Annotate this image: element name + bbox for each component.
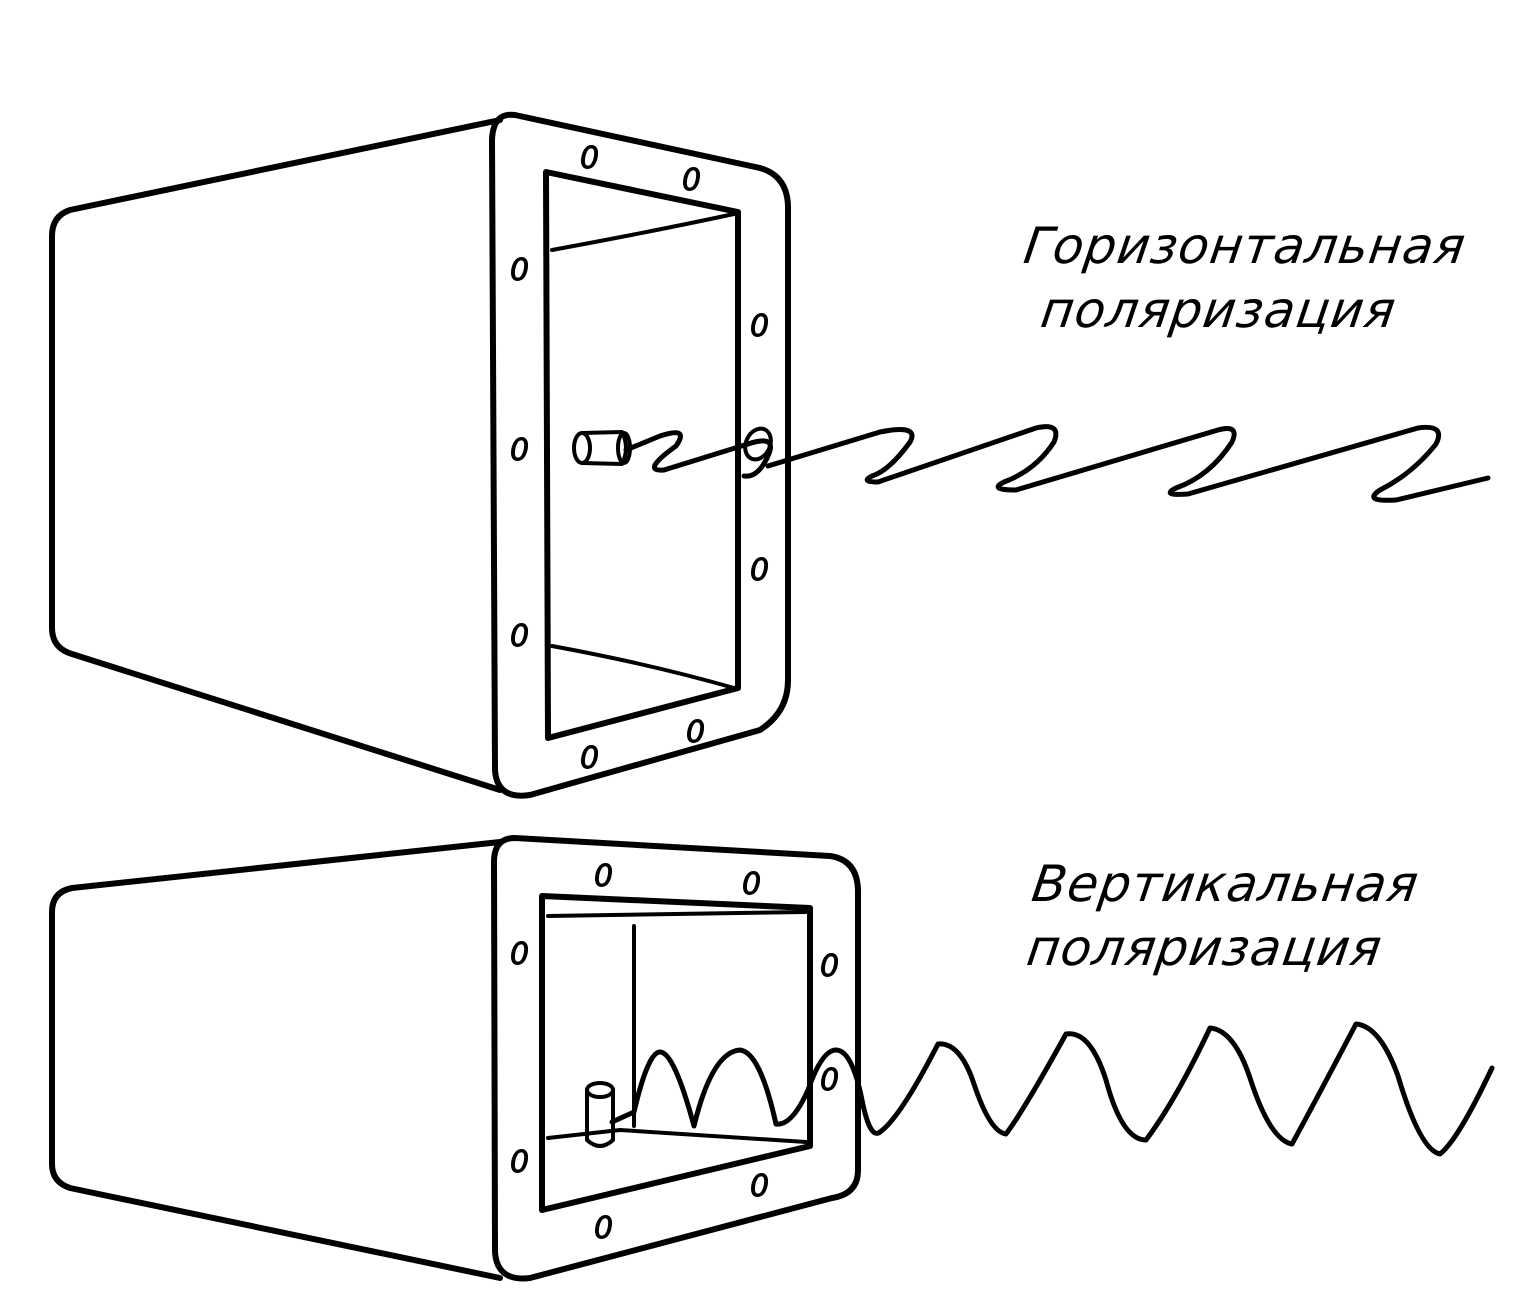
top-caption: Горизонтальная поляризация bbox=[1011, 214, 1470, 342]
bottom-caption-line2: поляризация bbox=[1023, 919, 1386, 977]
bolt-hole: 0 bbox=[510, 619, 529, 654]
top-wave bbox=[623, 424, 1491, 503]
top-wave-ring bbox=[743, 426, 773, 462]
bolt-hole: 0 bbox=[594, 1211, 613, 1246]
bolt-hole: 0 bbox=[580, 741, 599, 776]
bolt-hole: 0 bbox=[750, 309, 769, 344]
bottom-interior-top-edge bbox=[546, 910, 808, 918]
bolt-hole: 0 bbox=[510, 433, 529, 468]
top-waveguide-body bbox=[49, 117, 503, 793]
bottom-waveguide-flange bbox=[491, 835, 861, 1282]
bottom-waveguide-aperture bbox=[539, 893, 813, 1213]
bolt-hole: 0 bbox=[510, 937, 529, 972]
bolt-hole: 0 bbox=[750, 1169, 769, 1204]
bolt-hole: 0 bbox=[750, 553, 769, 588]
bolt-holes: 0 0 0 0 0 0 0 0 0 0 0 0 0 0 0 0 0 bbox=[510, 141, 840, 1247]
top-caption-line1: Горизонтальная bbox=[1020, 217, 1470, 275]
bolt-hole: 0 bbox=[510, 253, 529, 288]
bottom-probe bbox=[585, 1081, 615, 1148]
bolt-hole: 0 bbox=[510, 1145, 529, 1180]
bottom-caption-line1: Вертикальная bbox=[1028, 855, 1423, 913]
bottom-waveguide bbox=[49, 835, 1495, 1282]
bottom-wave bbox=[609, 1021, 1495, 1157]
bottom-waveguide-body bbox=[49, 839, 503, 1281]
bottom-interior-bottom-edge bbox=[546, 1128, 808, 1144]
bolt-hole: 0 bbox=[580, 141, 599, 176]
bolt-hole: 0 bbox=[820, 1063, 839, 1098]
bolt-hole: 0 bbox=[820, 949, 839, 984]
bolt-hole: 0 bbox=[686, 715, 705, 750]
top-waveguide-flange bbox=[489, 111, 791, 799]
bolt-hole: 0 bbox=[682, 163, 701, 198]
bolt-hole: 0 bbox=[594, 859, 613, 894]
top-interior-bottom-edge bbox=[550, 644, 736, 690]
top-waveguide bbox=[49, 111, 1491, 799]
top-waveguide-aperture bbox=[543, 169, 741, 741]
bottom-caption: Вертикальная поляризация bbox=[1019, 852, 1423, 980]
top-probe bbox=[572, 430, 632, 466]
top-interior-top-edge bbox=[550, 212, 736, 252]
top-caption-line2: поляризация bbox=[1037, 281, 1400, 339]
bolt-hole: 0 bbox=[742, 867, 761, 902]
